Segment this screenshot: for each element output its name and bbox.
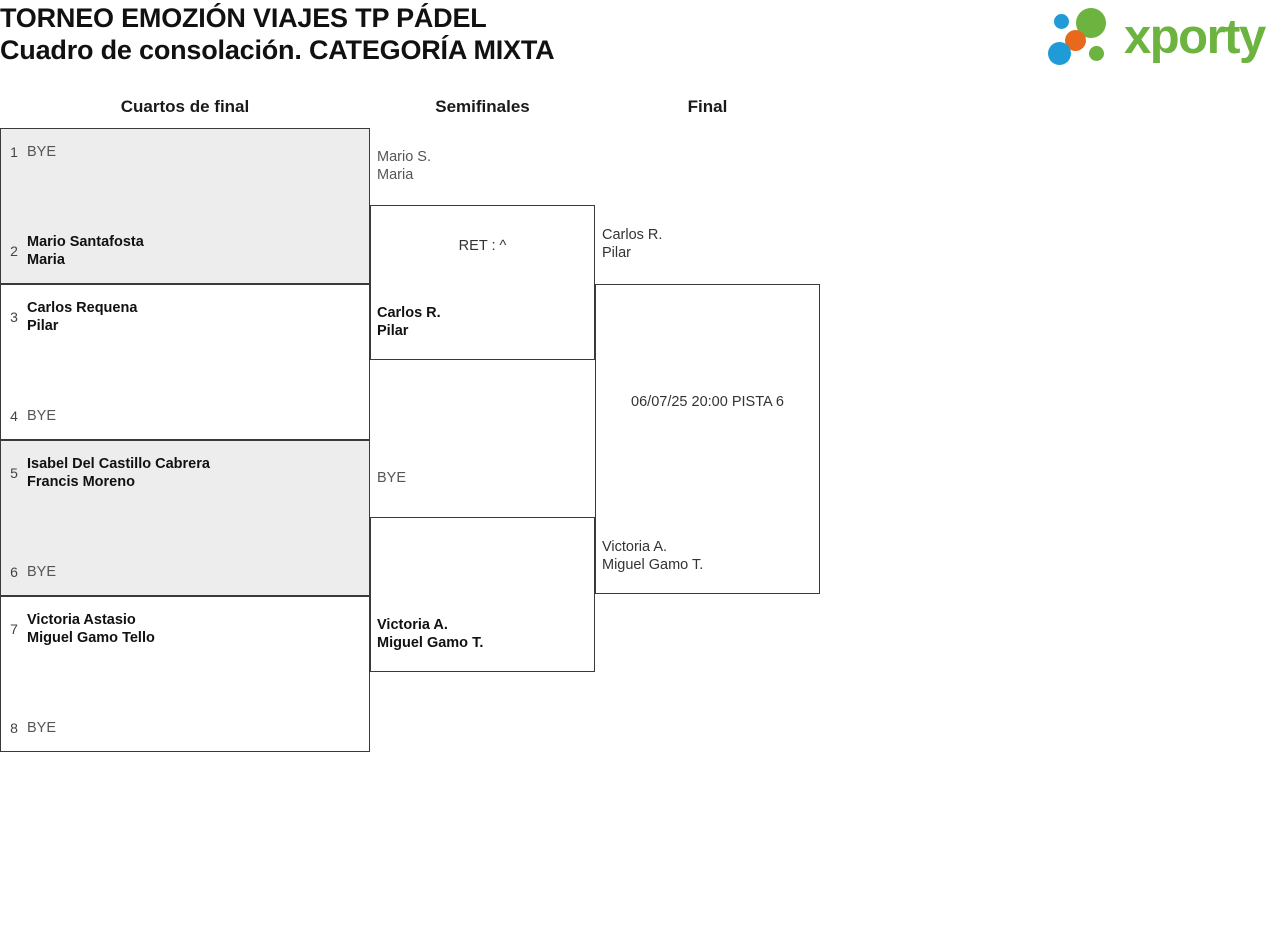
round-header-final: Final xyxy=(687,97,728,116)
round-header-quarterfinals: Cuartos de final xyxy=(120,97,250,116)
semifinal-1-score: RET : ^ xyxy=(458,238,507,254)
competitor-seed-3[interactable]: 3 Carlos Requena Pilar xyxy=(1,299,369,335)
player-name-1: Carlos Requena xyxy=(27,300,138,316)
logo-wordmark: xporty xyxy=(1124,10,1266,64)
page-header: TORNEO EMOZIÓN VIAJES TP PÁDEL Cuadro de… xyxy=(0,0,1280,88)
match-box-sf-1[interactable]: RET : ^ xyxy=(370,205,595,360)
competitor-seed-5[interactable]: 5 Isabel Del Castillo Cabrera Francis Mo… xyxy=(1,455,369,491)
match-box-final[interactable]: 06/07/25 20:00 PISTA 6 xyxy=(595,284,820,594)
logo-dot-orange xyxy=(1065,30,1086,51)
player-name-2: Pilar xyxy=(27,318,59,334)
player-name-2: Pilar xyxy=(377,323,409,339)
final-schedule: 06/07/25 20:00 PISTA 6 xyxy=(631,394,784,410)
logo-dot-blue-large xyxy=(1048,42,1071,65)
final-top-competitor[interactable]: Carlos R. Pilar xyxy=(602,226,662,262)
player-name-2: Francis Moreno xyxy=(27,474,135,490)
seed-number: 1 xyxy=(10,144,18,160)
seed-number: 5 xyxy=(10,465,18,481)
competitor-names: BYE xyxy=(27,563,56,581)
player-name-2: Miguel Gamo Tello xyxy=(27,630,155,646)
player-name-1: Victoria A. xyxy=(377,617,448,633)
logo-dot-blue-small xyxy=(1054,14,1069,29)
xporty-logo[interactable]: xporty xyxy=(1048,4,1280,70)
competitor-seed-4[interactable]: 4 BYE xyxy=(1,407,369,425)
competitor-names: Victoria Astasio Miguel Gamo Tello xyxy=(27,611,155,647)
seed-number: 3 xyxy=(10,309,18,325)
player-name-2: Pilar xyxy=(602,245,632,261)
logo-dot-green-small xyxy=(1089,46,1104,61)
player-name-2: Maria xyxy=(27,252,65,268)
competitor-names: BYE xyxy=(27,407,56,425)
competitor-names: BYE xyxy=(27,143,56,161)
seed-number: 2 xyxy=(10,243,18,259)
player-name-2: Miguel Gamo T. xyxy=(377,635,484,651)
player-name-1: BYE xyxy=(27,144,57,160)
logo-dots-icon xyxy=(1048,4,1126,70)
player-name-1: BYE xyxy=(27,564,57,580)
final-bottom-competitor[interactable]: Victoria A. Miguel Gamo T. xyxy=(602,538,703,574)
match-box-qf-2[interactable]: 3 Carlos Requena Pilar 4 BYE xyxy=(0,284,370,440)
round-header-semifinals: Semifinales xyxy=(435,97,530,116)
player-name-2: Miguel Gamo T. xyxy=(602,557,704,573)
match-box-sf-2[interactable] xyxy=(370,517,595,672)
player-name-1: BYE xyxy=(377,470,407,486)
match-box-qf-4[interactable]: 7 Victoria Astasio Miguel Gamo Tello 8 B… xyxy=(0,596,370,752)
player-name-1: Carlos R. xyxy=(377,305,441,321)
seed-number: 7 xyxy=(10,621,18,637)
player-name-1: Carlos R. xyxy=(602,227,663,243)
player-name-2: Maria xyxy=(377,167,414,183)
competitor-names: Mario Santafosta Maria xyxy=(27,233,144,269)
competitor-names: Isabel Del Castillo Cabrera Francis More… xyxy=(27,455,210,491)
match-box-qf-1[interactable]: 1 BYE 2 Mario Santafosta Maria xyxy=(0,128,370,284)
semifinal-1-bottom-competitor[interactable]: Carlos R. Pilar xyxy=(377,304,441,340)
competitor-seed-2[interactable]: 2 Mario Santafosta Maria xyxy=(1,233,369,269)
competitor-seed-6[interactable]: 6 BYE xyxy=(1,563,369,581)
competitor-names: Carlos Requena Pilar xyxy=(27,299,137,335)
seed-number: 4 xyxy=(10,408,18,424)
player-name-1: Mario S. xyxy=(377,149,431,165)
seed-number: 8 xyxy=(10,720,18,736)
page-title: TORNEO EMOZIÓN VIAJES TP PÁDEL Cuadro de… xyxy=(0,3,555,65)
player-name-1: Mario Santafosta xyxy=(27,234,144,250)
competitor-seed-1[interactable]: 1 BYE xyxy=(1,143,369,161)
player-name-1: Victoria Astasio xyxy=(27,612,136,628)
competitor-names: BYE xyxy=(27,719,56,737)
player-name-1: Isabel Del Castillo Cabrera xyxy=(27,456,210,472)
player-name-1: BYE xyxy=(27,408,57,424)
semifinal-1-top-competitor[interactable]: Mario S. Maria xyxy=(377,148,431,184)
match-box-qf-3[interactable]: 5 Isabel Del Castillo Cabrera Francis Mo… xyxy=(0,440,370,596)
seed-number: 6 xyxy=(10,564,18,580)
competitor-seed-8[interactable]: 8 BYE xyxy=(1,719,369,737)
semifinal-2-bottom-competitor[interactable]: Victoria A. Miguel Gamo T. xyxy=(377,616,483,652)
competitor-seed-7[interactable]: 7 Victoria Astasio Miguel Gamo Tello xyxy=(1,611,369,647)
player-name-1: BYE xyxy=(27,720,57,736)
semifinal-2-top-competitor[interactable]: BYE xyxy=(377,469,406,487)
player-name-1: Victoria A. xyxy=(602,539,668,555)
